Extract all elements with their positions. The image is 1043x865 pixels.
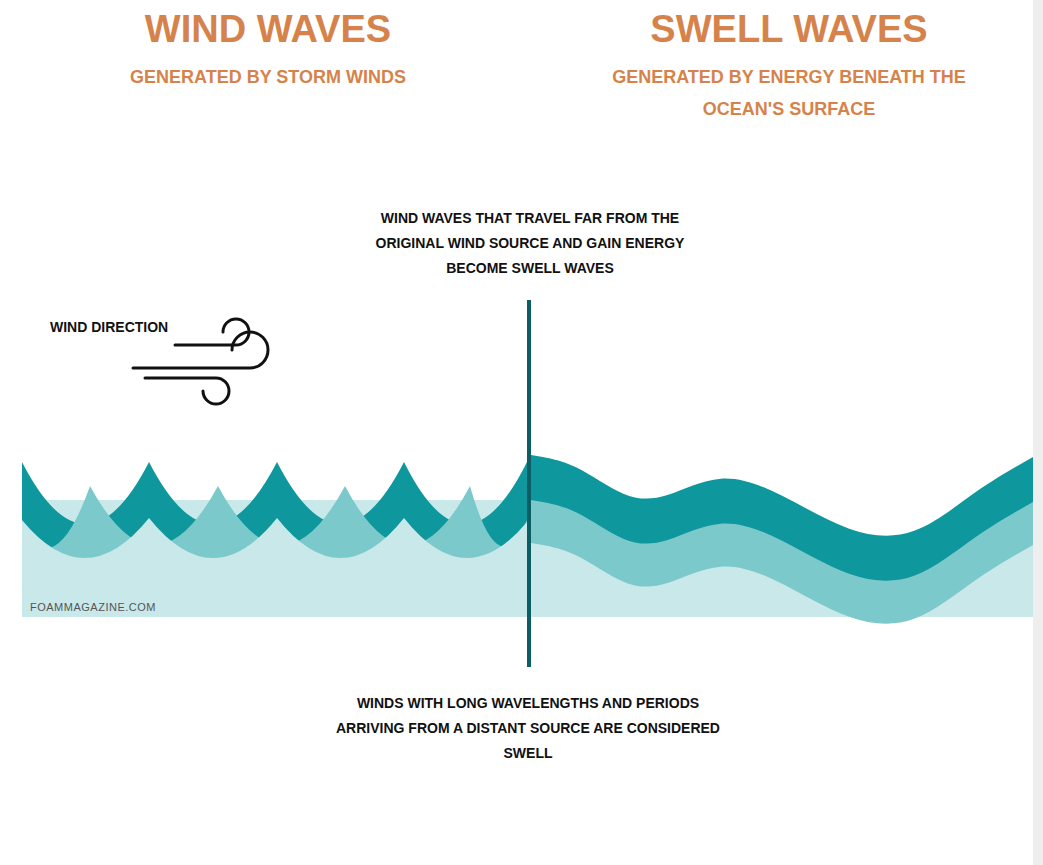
transition-note: WIND WAVES THAT TRAVEL FAR FROM THE ORIG…: [345, 206, 715, 281]
section-subtitle: GENERATED BY STORM WINDS: [48, 64, 488, 90]
edge-strip: [1033, 0, 1043, 865]
wind-waves: [22, 462, 528, 617]
section-subtitle: GENERATED BY ENERGY BENEATH THE OCEAN'S …: [609, 61, 969, 125]
watermark: FOAMMAGAZINE.COM: [30, 600, 210, 614]
wind-label: WIND DIRECTION: [50, 318, 190, 336]
section-title: WIND WAVES: [58, 6, 478, 52]
section-title: SWELL WAVES: [579, 6, 999, 52]
wave-layer: [22, 462, 527, 617]
swell-layer: [531, 455, 1033, 581]
wind-stroke: [145, 378, 229, 404]
wind-stroke: [133, 332, 268, 368]
swell-note: WINDS WITH LONG WAVELENGTHS AND PERIODS …: [331, 691, 726, 766]
wave-layer: [22, 486, 527, 617]
divider-line: [527, 300, 531, 667]
wind-stroke: [175, 319, 249, 345]
wave-layer: [22, 518, 527, 617]
swell-waves: [531, 455, 1033, 624]
